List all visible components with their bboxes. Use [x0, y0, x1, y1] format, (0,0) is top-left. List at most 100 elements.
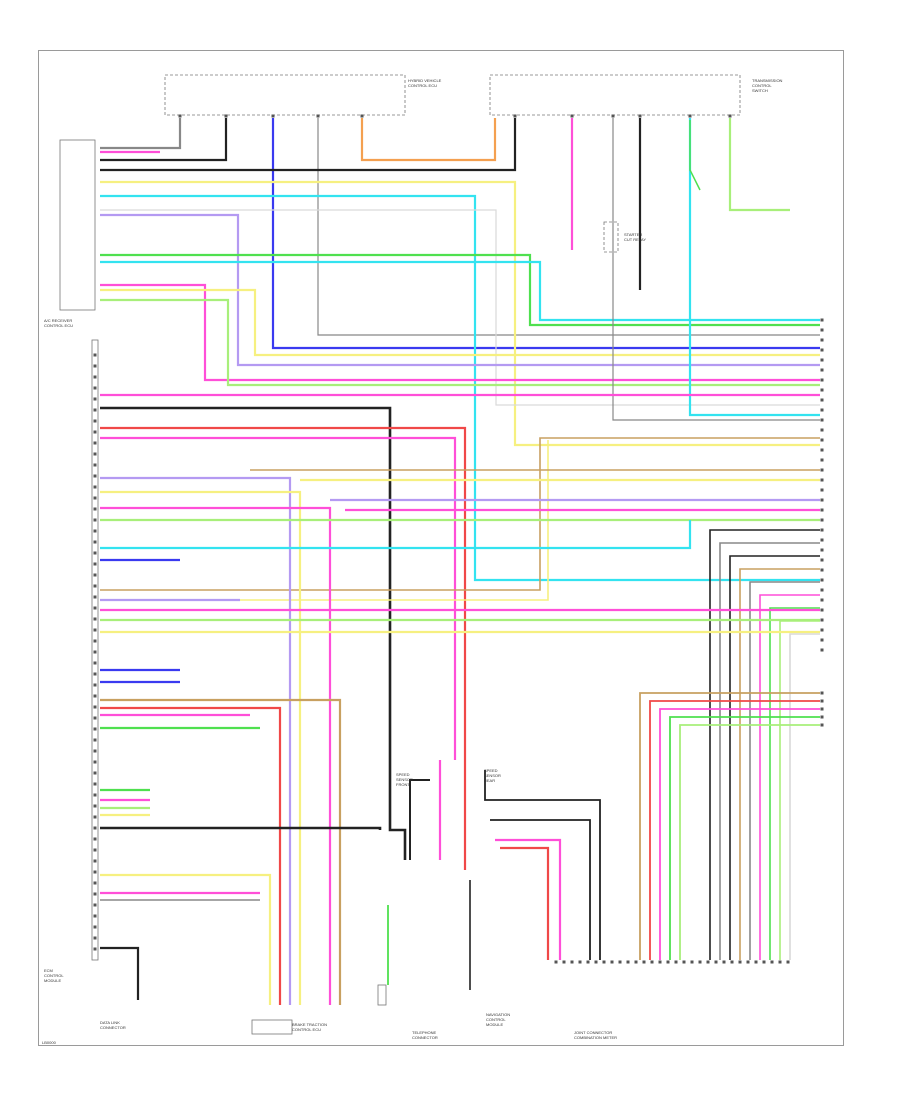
bottom-right-connector-pin: [634, 960, 638, 964]
wire-tan-26: [100, 450, 541, 591]
left-ecu-pin: [93, 793, 97, 797]
left-ecu-pin: [93, 375, 97, 379]
bottom-right-connector-pin: [722, 960, 726, 964]
left-ecu-pin: [93, 650, 97, 654]
wire-black-75: [490, 819, 591, 960]
right-edge-pin: [820, 348, 824, 352]
top-connector-pin: [728, 114, 732, 118]
right-edge-pin: [820, 458, 824, 462]
label-bottom-connector-a: DATA LINK CONNECTOR: [100, 1020, 126, 1030]
left-ecu-pin: [93, 683, 97, 687]
component-boxes-layer: [59, 74, 741, 1035]
bottom-right-connector-pin: [690, 960, 694, 964]
left-ecu-pin: [93, 507, 97, 511]
wire-pink-50: [659, 708, 820, 960]
right-edge-pin: [820, 368, 824, 372]
left-ecu-pin: [93, 628, 97, 632]
right-edge-pin-low: [820, 691, 824, 695]
left-ecu-pin: [93, 738, 97, 742]
right-edge-pin: [820, 648, 824, 652]
wire-gray-40: [719, 542, 820, 960]
left-ecu-pin: [93, 617, 97, 621]
bottom-right-connector-pin: [746, 960, 750, 964]
right-edge-pin: [820, 628, 824, 632]
wire-red-49: [649, 700, 820, 960]
bottom-right-connector-pin: [594, 960, 598, 964]
label-bottom-connector-b: BRAKE TRACTION CONTROL ECU: [292, 1022, 328, 1032]
label-mid-sensor-a: SPEED SENSOR FRONT: [396, 772, 413, 787]
right-edge-pin-low: [820, 723, 824, 727]
top-connector-pin: [360, 114, 364, 118]
left-ecu-pin: [93, 782, 97, 786]
wire-white-9: [100, 209, 820, 406]
bottom-right-connector-pin: [602, 960, 606, 964]
wire-yellow-68: [100, 873, 272, 1005]
right-edge-pin-low: [820, 715, 824, 719]
left-ecu-pin: [93, 595, 97, 599]
wire-tan-59: [100, 698, 342, 1005]
left-ecu-pin: [93, 463, 97, 467]
left-ecu-pin: [93, 430, 97, 434]
bottom-right-connector-pin: [706, 960, 710, 964]
bottom-right-connector-pin: [682, 960, 686, 964]
left-ecu-pin: [93, 441, 97, 445]
left-ecu-pin: [93, 694, 97, 698]
wire-cyan-12: [100, 260, 820, 322]
label-mid-sensor-b: SPEED SENSOR REAR: [484, 768, 501, 783]
right-edge-pin: [820, 338, 824, 342]
wire-black-23: [100, 406, 407, 860]
right-edge-pin: [820, 568, 824, 572]
label-bottom-center-b: NAVIGATION CONTROL MODULE: [486, 1012, 511, 1027]
top-connector-pin: [224, 114, 228, 118]
wire-pink-13: [100, 283, 820, 382]
right-edge-pin: [820, 318, 824, 322]
wire-lightgreen-15: [100, 298, 820, 387]
left-ecu-pin: [93, 364, 97, 368]
wire-green-11: [100, 253, 820, 327]
footer-code: LB0000: [42, 1040, 56, 1045]
right-edge-pin: [820, 548, 824, 552]
right-edge-pin: [820, 588, 824, 592]
wire-orange-4: [360, 118, 497, 162]
left-ecu-connector-strip: [91, 339, 99, 961]
label-bottom-right: JOINT CONNECTOR COMBINATION METER: [574, 1030, 618, 1040]
left-ecu-pin: [93, 408, 97, 412]
wire-black-39: [709, 529, 820, 960]
right-edge-pin: [820, 388, 824, 392]
wire-white-47: [789, 633, 820, 960]
right-edge-pin: [820, 558, 824, 562]
wire-gray-3: [317, 118, 820, 336]
left-ecu-pin: [93, 870, 97, 874]
wire-blue-2: [271, 118, 820, 350]
wire-pink-31: [100, 506, 332, 1005]
label-bottom-center-a: TELEPHONE CONNECTOR: [412, 1030, 438, 1040]
right-edge-pin: [820, 638, 824, 642]
right-edge-pin: [820, 448, 824, 452]
wire-pink-76: [495, 838, 562, 960]
bottom-right-connector-pin: [618, 960, 622, 964]
top-connector-pin: [271, 114, 275, 118]
wire-lightgreen-46: [779, 620, 820, 960]
bottom-right-connector-pin: [650, 960, 654, 964]
label-right-relay: STARTER CUT RELAY: [624, 232, 647, 242]
left-ecu-pin: [93, 672, 97, 676]
wire-yellow-7: [100, 180, 820, 447]
left-ecu-pin: [93, 859, 97, 863]
right-edge-pin: [820, 508, 824, 512]
bottom-right-connector-pin: [698, 960, 702, 964]
right-edge-pin: [820, 488, 824, 492]
wire-gray-43: [749, 581, 820, 960]
bottom-right-connector-pin: [610, 960, 614, 964]
top-connector-pin: [611, 114, 615, 118]
wire-black-63: [100, 826, 382, 830]
wire-green-45: [769, 607, 820, 960]
left-ecu-pin: [93, 892, 97, 896]
left-upper-connector-box: [59, 139, 96, 311]
wire-violet-29: [100, 476, 292, 1005]
bottom-right-connector-pin: [714, 960, 718, 964]
right-edge-pin-low: [820, 699, 824, 703]
right-edge-pin: [820, 618, 824, 622]
left-ecu-pin: [93, 727, 97, 731]
right-edge-pin: [820, 528, 824, 532]
left-ecu-pin: [93, 353, 97, 357]
